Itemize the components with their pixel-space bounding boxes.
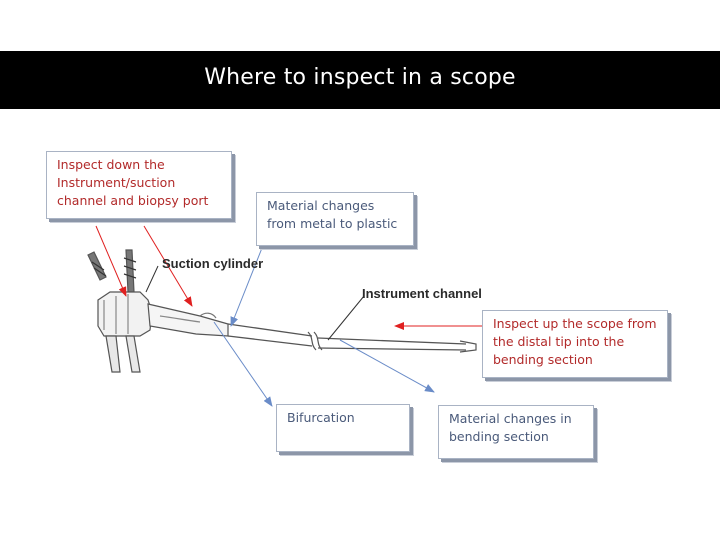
instrument-channel-label: Instrument channel [362,286,482,301]
valve-icon [87,249,137,293]
label-leaders [145,265,365,341]
callout-line: Inspect up the scope from [493,316,657,331]
callout-material-bending: Material changes in bending section [438,405,594,459]
callout-material-metal-plastic: Material changes from metal to plastic [256,192,414,246]
title-bar: Where to inspect in a scope [0,51,720,109]
endoscope-illustration [87,249,477,373]
grip-handle-shape [105,335,121,373]
callout-line: from metal to plastic [267,216,398,231]
callout-line: channel and biopsy port [57,193,209,208]
callout-inspect-channel: Inspect down the Instrument/suction chan… [46,151,232,219]
page-title: Where to inspect in a scope [204,65,516,90]
red-arrows [95,225,492,330]
callout-line: bending section [493,352,593,367]
callout-line: Inspect down the [57,157,165,172]
callout-line: bending section [449,429,549,444]
blue-arrows [213,247,435,407]
callout-line: Instrument/suction [57,175,176,190]
callout-inspect-distal: Inspect up the scope from the distal tip… [482,310,668,378]
callout-line: the distal tip into the [493,334,625,349]
insertion-tube-shape [227,323,313,347]
callout-line: Bifurcation [287,410,355,425]
callout-line: Material changes [267,198,375,213]
callout-bifurcation: Bifurcation [276,404,410,452]
control-head-shape [97,291,153,337]
callout-line: Material changes in [449,411,572,426]
suction-cylinder-label: Suction cylinder [162,256,264,271]
